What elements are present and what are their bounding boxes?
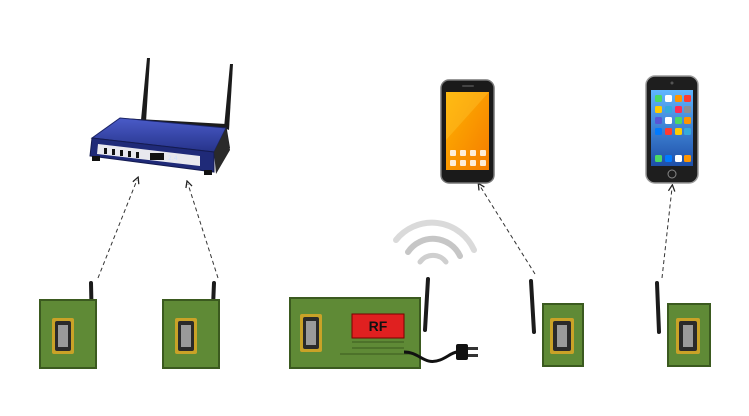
- rf-signal-waves: [393, 219, 477, 265]
- iphone-app-icons: [655, 95, 691, 162]
- ble-module-2: [655, 281, 711, 367]
- rf-antenna: [423, 277, 430, 332]
- iphone-home-button: [667, 169, 677, 179]
- link-module1-router: [97, 180, 137, 279]
- wifi-module-1: [39, 281, 97, 369]
- rf-transmitter-board: RF: [289, 277, 478, 369]
- iphone: [645, 75, 699, 184]
- rf-chip-label: RF: [369, 318, 388, 334]
- links: [97, 180, 672, 279]
- ble-module-1: [529, 279, 584, 367]
- android-screen: [446, 92, 489, 170]
- power-cord: [403, 350, 459, 363]
- router-status-lights: [104, 148, 164, 160]
- rf-chip: [351, 313, 405, 339]
- wifi-router: 2.4: [89, 58, 233, 175]
- link-module2-router: [188, 184, 219, 279]
- link-ble2-iphone: [661, 188, 672, 279]
- router-badge: 2.4: [168, 155, 178, 162]
- android-phone: [440, 79, 495, 184]
- module-antenna: [655, 281, 661, 334]
- link-ble1-android: [480, 186, 536, 275]
- router-antenna-right: [224, 64, 233, 130]
- router-antenna-left: [141, 58, 150, 122]
- power-plug: [456, 344, 478, 360]
- wifi-module-2: [162, 281, 220, 369]
- module-antenna: [529, 279, 536, 334]
